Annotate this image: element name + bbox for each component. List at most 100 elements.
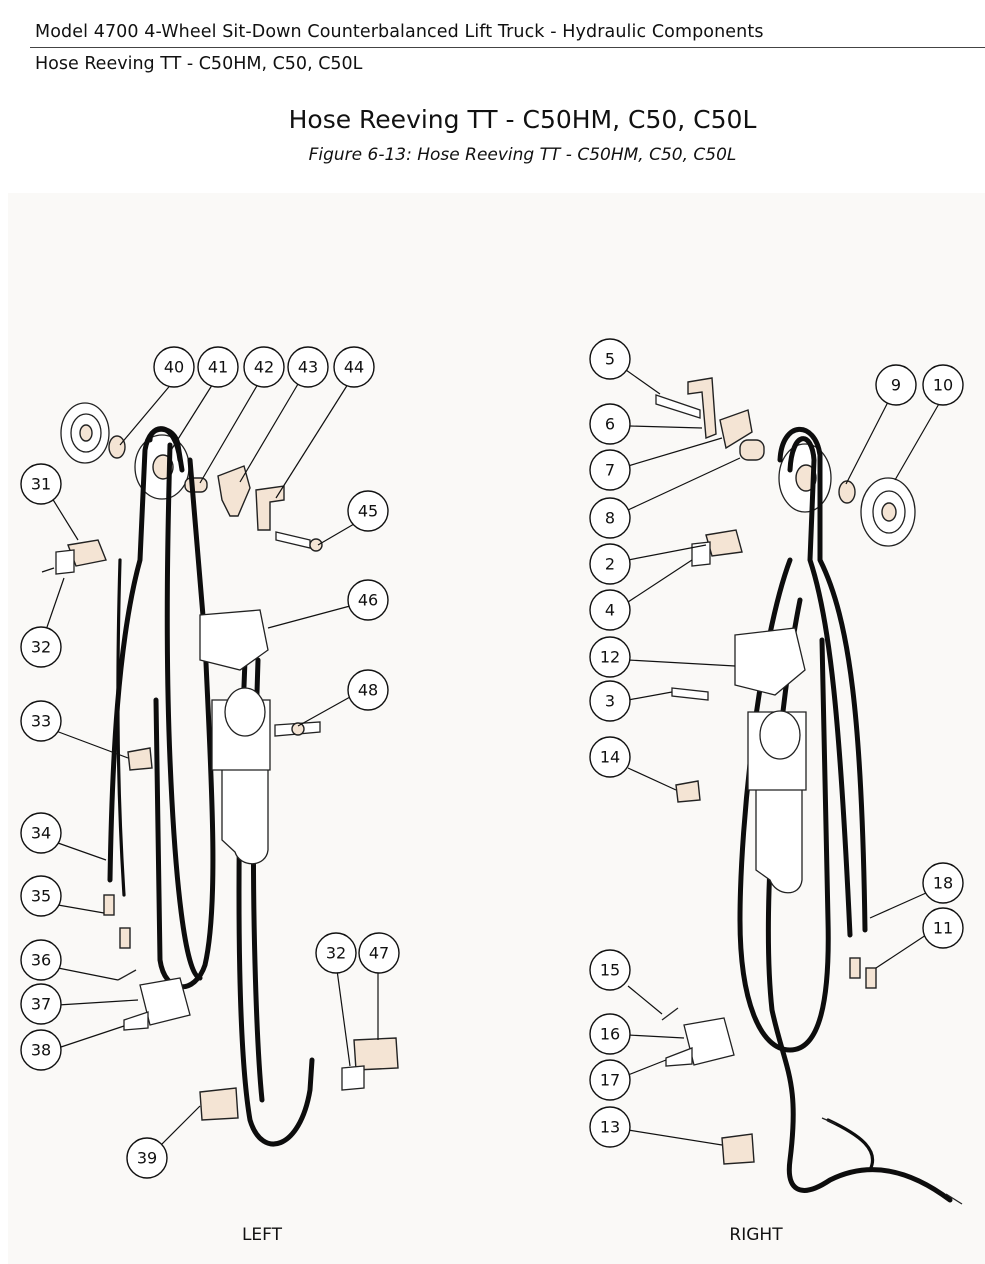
- left-bolt-45: [275, 531, 311, 549]
- right-bolt-3: [671, 687, 709, 701]
- svg-text:7: 7: [605, 461, 615, 480]
- right-screw-17: [665, 1047, 693, 1067]
- callout-5: 5: [589, 338, 631, 380]
- svg-text:42: 42: [254, 358, 274, 377]
- callout-46: 46: [347, 579, 389, 621]
- callout-6: 6: [589, 403, 631, 445]
- callout-36: 36: [20, 939, 62, 981]
- callout-8: 8: [589, 497, 631, 539]
- left-spacer-ring: [108, 435, 126, 459]
- left-clamp-39: [199, 1087, 239, 1121]
- svg-text:34: 34: [31, 824, 51, 843]
- callout-3: 3: [589, 680, 631, 722]
- svg-text:10: 10: [933, 376, 953, 395]
- callout-16: 16: [589, 1013, 631, 1055]
- callout-33: 33: [20, 700, 62, 742]
- svg-text:2: 2: [605, 555, 615, 574]
- callout-31: 31: [20, 463, 62, 505]
- svg-text:11: 11: [933, 919, 953, 938]
- svg-text:47: 47: [369, 944, 389, 963]
- right-cylinder-sheave: [759, 710, 801, 760]
- left-fitting-35b: [119, 927, 131, 949]
- left-hose-loop-a: [153, 457, 216, 990]
- left-screw-38: [123, 1011, 149, 1031]
- leader-lines: [45, 369, 941, 1149]
- svg-text:16: 16: [600, 1025, 620, 1044]
- left-fitting-35a: [103, 894, 115, 916]
- left-clamp-47: [353, 1037, 399, 1071]
- svg-text:14: 14: [600, 748, 620, 767]
- svg-text:8: 8: [605, 509, 615, 528]
- document-title: Model 4700 4-Wheel Sit-Down Counterbalan…: [35, 22, 764, 42]
- svg-text:3: 3: [605, 692, 615, 711]
- svg-text:46: 46: [358, 591, 378, 610]
- svg-text:39: 39: [137, 1149, 157, 1168]
- right-hose-lower: [765, 597, 953, 1203]
- callout-32-lower: 32: [315, 932, 357, 974]
- left-hose-lower: [236, 657, 315, 1147]
- callout-14: 14: [589, 736, 631, 778]
- right-pin-15: [661, 1007, 679, 1021]
- right-end-fitting-b: [945, 1193, 963, 1205]
- left-view-label: LEFT: [242, 1225, 283, 1245]
- callout-41: 41: [197, 346, 239, 388]
- svg-text:13: 13: [600, 1118, 620, 1137]
- svg-text:18: 18: [933, 874, 953, 893]
- left-block-37: [139, 977, 191, 1026]
- right-hose-outer: [777, 426, 868, 933]
- left-cylinder-body: [221, 749, 269, 865]
- right-fitting-11b: [865, 967, 877, 989]
- callout-32: 32: [20, 626, 62, 668]
- left-bolt-48-head: [291, 722, 305, 736]
- right-cylinder-body: [755, 759, 803, 894]
- callout-44: 44: [333, 346, 375, 388]
- svg-text:15: 15: [600, 961, 620, 980]
- svg-text:48: 48: [358, 681, 378, 700]
- callout-17: 17: [589, 1059, 631, 1101]
- figure-title: Hose Reeving TT - C50HM, C50, C50L: [288, 105, 757, 134]
- svg-text:12: 12: [600, 648, 620, 667]
- left-screw-32a: [41, 567, 55, 573]
- svg-text:17: 17: [600, 1071, 620, 1090]
- svg-text:35: 35: [31, 887, 51, 906]
- svg-text:45: 45: [358, 502, 378, 521]
- callout-2: 2: [589, 543, 631, 585]
- svg-text:44: 44: [344, 358, 364, 377]
- svg-text:32: 32: [326, 944, 346, 963]
- right-bolt-5: [655, 394, 701, 419]
- left-bolt-45-head: [309, 538, 323, 552]
- callout-13: 13: [589, 1106, 631, 1148]
- callout-10: 10: [922, 364, 964, 406]
- callout-39: 39: [126, 1137, 168, 1179]
- callout-4: 4: [589, 589, 631, 631]
- right-sheave-outer: [860, 477, 916, 547]
- left-hose-thin: [116, 558, 126, 897]
- callout-7: 7: [589, 449, 631, 491]
- callout-18: 18: [922, 862, 964, 904]
- svg-text:40: 40: [164, 358, 184, 377]
- right-assembly: [655, 377, 963, 1205]
- svg-text:38: 38: [31, 1041, 51, 1060]
- right-hose-thin: [826, 1118, 875, 1172]
- right-end-fitting-a: [821, 1117, 837, 1125]
- svg-text:36: 36: [31, 951, 51, 970]
- figure-caption: Figure 6-13: Hose Reeving TT - C50HM, C5…: [308, 145, 737, 165]
- left-plate-32b: [341, 1065, 365, 1091]
- right-bracket-6: [687, 377, 717, 440]
- callout-37: 37: [20, 983, 62, 1025]
- left-cylinder-sheave: [224, 687, 266, 737]
- right-spacer-9: [838, 480, 856, 504]
- left-sheave-outer: [60, 402, 110, 464]
- svg-text:6: 6: [605, 415, 615, 434]
- svg-text:4: 4: [605, 601, 615, 620]
- right-hose-clamp-12: [734, 627, 806, 696]
- callout-42: 42: [243, 346, 285, 388]
- svg-text:32: 32: [31, 638, 51, 657]
- callout-12: 12: [589, 636, 631, 678]
- left-plate-32a: [55, 549, 75, 575]
- callout-40: 40: [153, 346, 195, 388]
- callout-38: 38: [20, 1029, 62, 1071]
- svg-text:31: 31: [31, 475, 51, 494]
- callout-45: 45: [347, 490, 389, 532]
